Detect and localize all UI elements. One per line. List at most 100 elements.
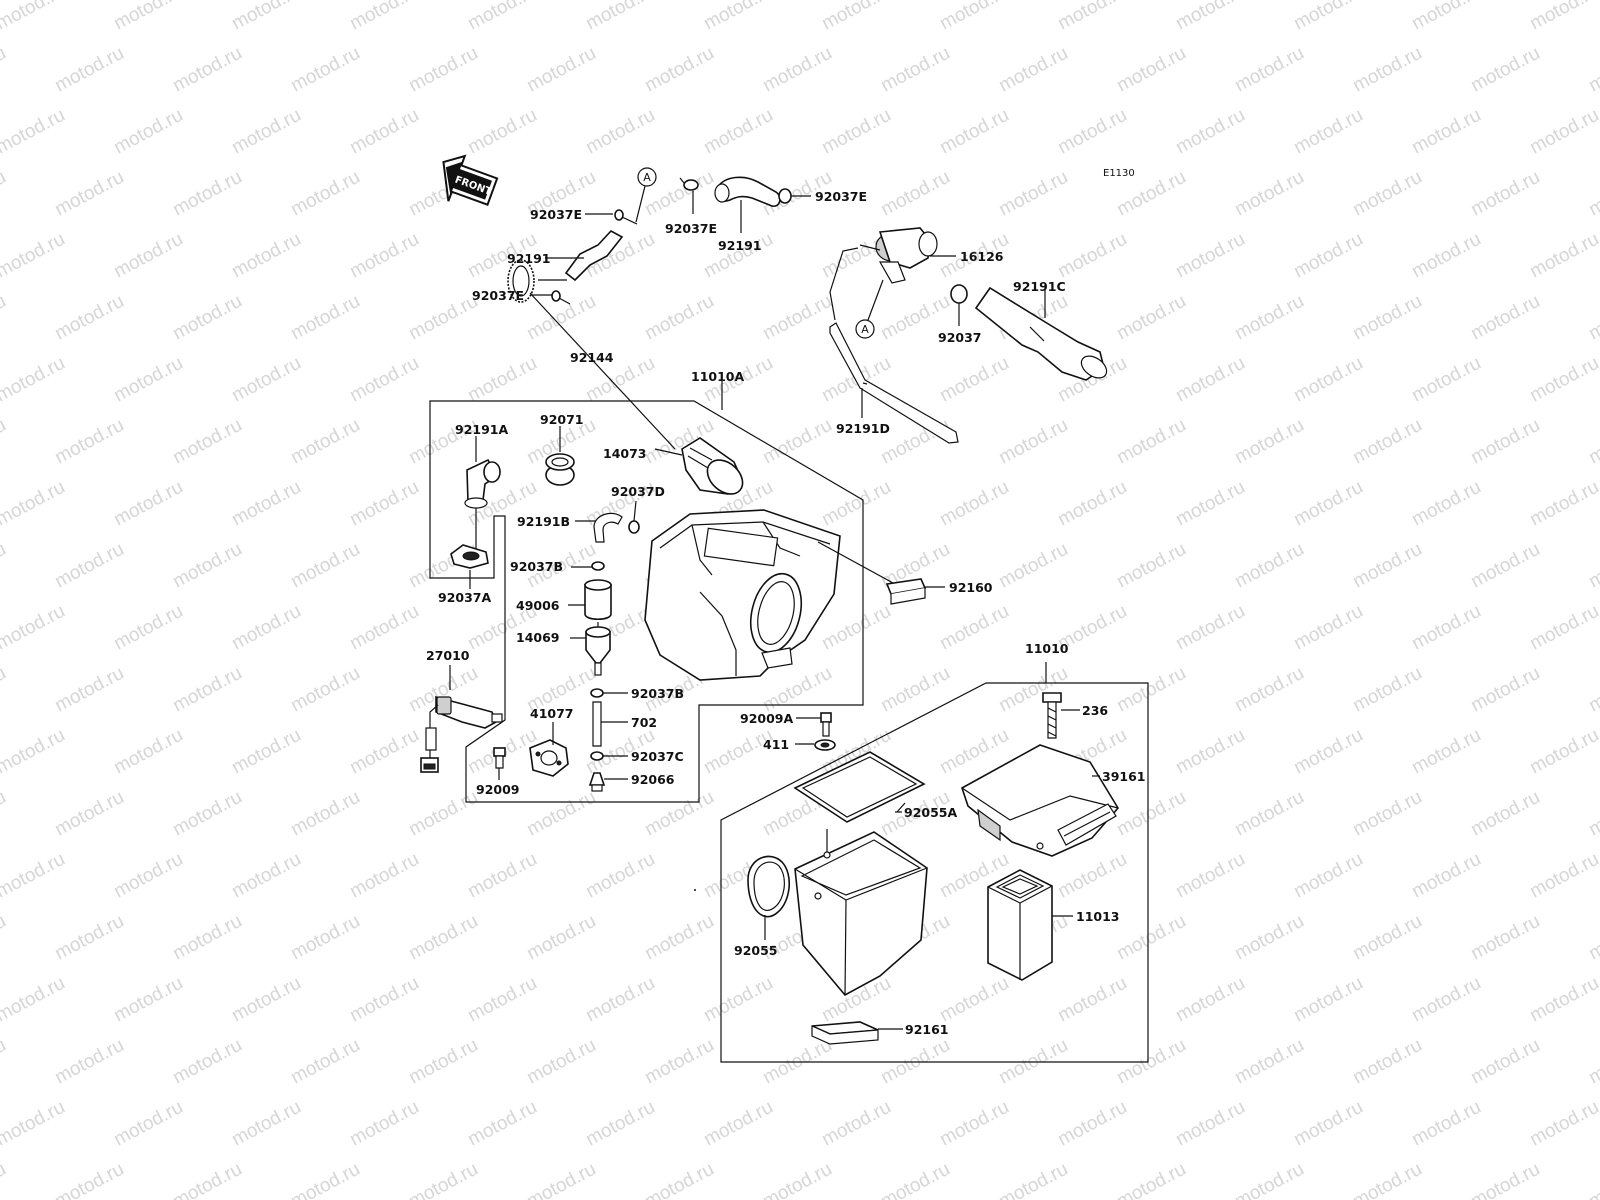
label-92191-1: 92191 — [507, 251, 551, 266]
watermark-text: motod.ru — [1408, 229, 1484, 283]
watermark-text: motod.ru — [1290, 477, 1366, 531]
label-92037e-2: 92037E — [472, 288, 524, 303]
watermark-text: motod.ru — [1290, 973, 1366, 1027]
watermark-text: motod.ru — [1290, 1097, 1366, 1151]
watermark-text: motod.ru — [169, 911, 245, 965]
front-arrow-icon: FRONT — [442, 154, 499, 207]
watermark-text: motod.ru — [0, 1035, 10, 1089]
watermark-text: motod.ru — [877, 663, 953, 717]
watermark-text: motod.ru — [464, 105, 540, 159]
watermark-text: motod.ru — [0, 973, 69, 1027]
watermark-text: motod.ru — [1172, 0, 1248, 34]
watermark-text: motod.ru — [1526, 849, 1600, 903]
clamp-92037a — [450, 544, 489, 589]
label-92037c: 92037C — [631, 749, 684, 764]
label-16126: 16126 — [960, 249, 1004, 264]
watermark-text: motod.ru — [287, 1035, 363, 1089]
watermark-text: motod.ru — [287, 1159, 363, 1200]
watermark-text: motod.ru — [582, 973, 658, 1027]
watermark-text: motod.ru — [287, 539, 363, 593]
tube-702 — [592, 701, 628, 747]
label-92160: 92160 — [949, 580, 993, 595]
watermark-text: motod.ru — [0, 849, 69, 903]
watermark-text: motod.ru — [1172, 601, 1248, 655]
tube-92191d — [829, 322, 959, 444]
watermark-text: motod.ru — [464, 1097, 540, 1151]
element-11013 — [987, 869, 1073, 981]
label-92191d: 92191D — [836, 421, 890, 436]
watermark-text: motod.ru — [1526, 725, 1600, 779]
label-92009a: 92009A — [740, 711, 793, 726]
watermark-text: motod.ru — [346, 849, 422, 903]
watermark-text: motod.ru — [0, 725, 69, 779]
watermark-text: motod.ru — [228, 849, 304, 903]
watermark-text: motod.ru — [169, 663, 245, 717]
watermark-text: motod.ru — [1349, 43, 1425, 97]
label-92009: 92009 — [476, 782, 520, 797]
watermark-text: motod.ru — [51, 539, 127, 593]
watermark-text: motod.ru — [995, 663, 1071, 717]
watermark-text: motod.ru — [1113, 663, 1189, 717]
watermark-text: motod.ru — [0, 539, 10, 593]
watermark-text: motod.ru — [1585, 291, 1600, 345]
watermark-text: motod.ru — [1467, 911, 1543, 965]
watermark-text: motod.ru — [169, 1035, 245, 1089]
label-92055a: 92055A — [904, 805, 957, 820]
watermark-text: motod.ru — [1172, 973, 1248, 1027]
bolt-92009 — [493, 747, 506, 780]
watermark-text: motod.ru — [110, 725, 186, 779]
watermark-text: motod.ru — [1231, 291, 1307, 345]
watermark-text: motod.ru — [51, 43, 127, 97]
watermark-text: motod.ru — [1172, 725, 1248, 779]
watermark-text: motod.ru — [110, 1097, 186, 1151]
watermark-text: motod.ru — [1172, 477, 1248, 531]
watermark-text: motod.ru — [523, 43, 599, 97]
diagram-code: E1130 — [1103, 168, 1135, 179]
watermark-text: motod.ru — [0, 291, 10, 345]
watermark-text: motod.ru — [464, 0, 540, 34]
label-92037b-1: 92037B — [510, 559, 563, 574]
watermark-text: motod.ru — [169, 167, 245, 221]
air-cleaner-cover-11010a — [644, 509, 894, 681]
watermark-text: motod.ru — [995, 167, 1071, 221]
watermark-text: motod.ru — [1113, 911, 1189, 965]
label-49006: 49006 — [516, 598, 560, 613]
watermark-text: motod.ru — [641, 787, 717, 841]
watermark-text: motod.ru — [818, 477, 894, 531]
watermark-text: motod.ru — [1408, 353, 1484, 407]
watermark-text: motod.ru — [523, 787, 599, 841]
filter-49006 — [568, 579, 612, 621]
watermark-text: motod.ru — [1231, 911, 1307, 965]
watermark-text: motod.ru — [1054, 229, 1130, 283]
duct-14073 — [654, 437, 744, 495]
stray-dot — [694, 889, 696, 891]
hose-92191b — [575, 512, 623, 543]
label-92037: 92037 — [938, 330, 982, 345]
watermark-text: motod.ru — [995, 415, 1071, 469]
watermark-text: motod.ru — [1113, 787, 1189, 841]
watermark-text: motod.ru — [582, 1097, 658, 1151]
watermark-text: motod.ru — [700, 973, 776, 1027]
watermark-text: motod.ru — [169, 415, 245, 469]
filter-14069 — [570, 622, 611, 676]
label-14073: 14073 — [603, 446, 647, 461]
clamp-92037c — [590, 751, 628, 761]
watermark-text: motod.ru — [1349, 167, 1425, 221]
label-11013: 11013 — [1076, 909, 1120, 924]
watermark-text: motod.ru — [0, 0, 69, 34]
watermark-text: motod.ru — [346, 1097, 422, 1151]
watermark-text: motod.ru — [228, 601, 304, 655]
flange-41077 — [529, 722, 569, 777]
watermark-text: motod.ru — [0, 353, 69, 407]
watermark-text: motod.ru — [1172, 105, 1248, 159]
label-92066: 92066 — [631, 772, 675, 787]
ref-marker-a-top: A — [635, 167, 657, 223]
watermark-text: motod.ru — [1408, 725, 1484, 779]
watermark-text: motod.ru — [641, 911, 717, 965]
watermark-text: motod.ru — [405, 1035, 481, 1089]
frame-11010a — [429, 400, 864, 803]
watermark-text: motod.ru — [1113, 1159, 1189, 1200]
watermark-text: motod.ru — [1585, 663, 1600, 717]
label-92191c: 92191C — [1013, 279, 1066, 294]
